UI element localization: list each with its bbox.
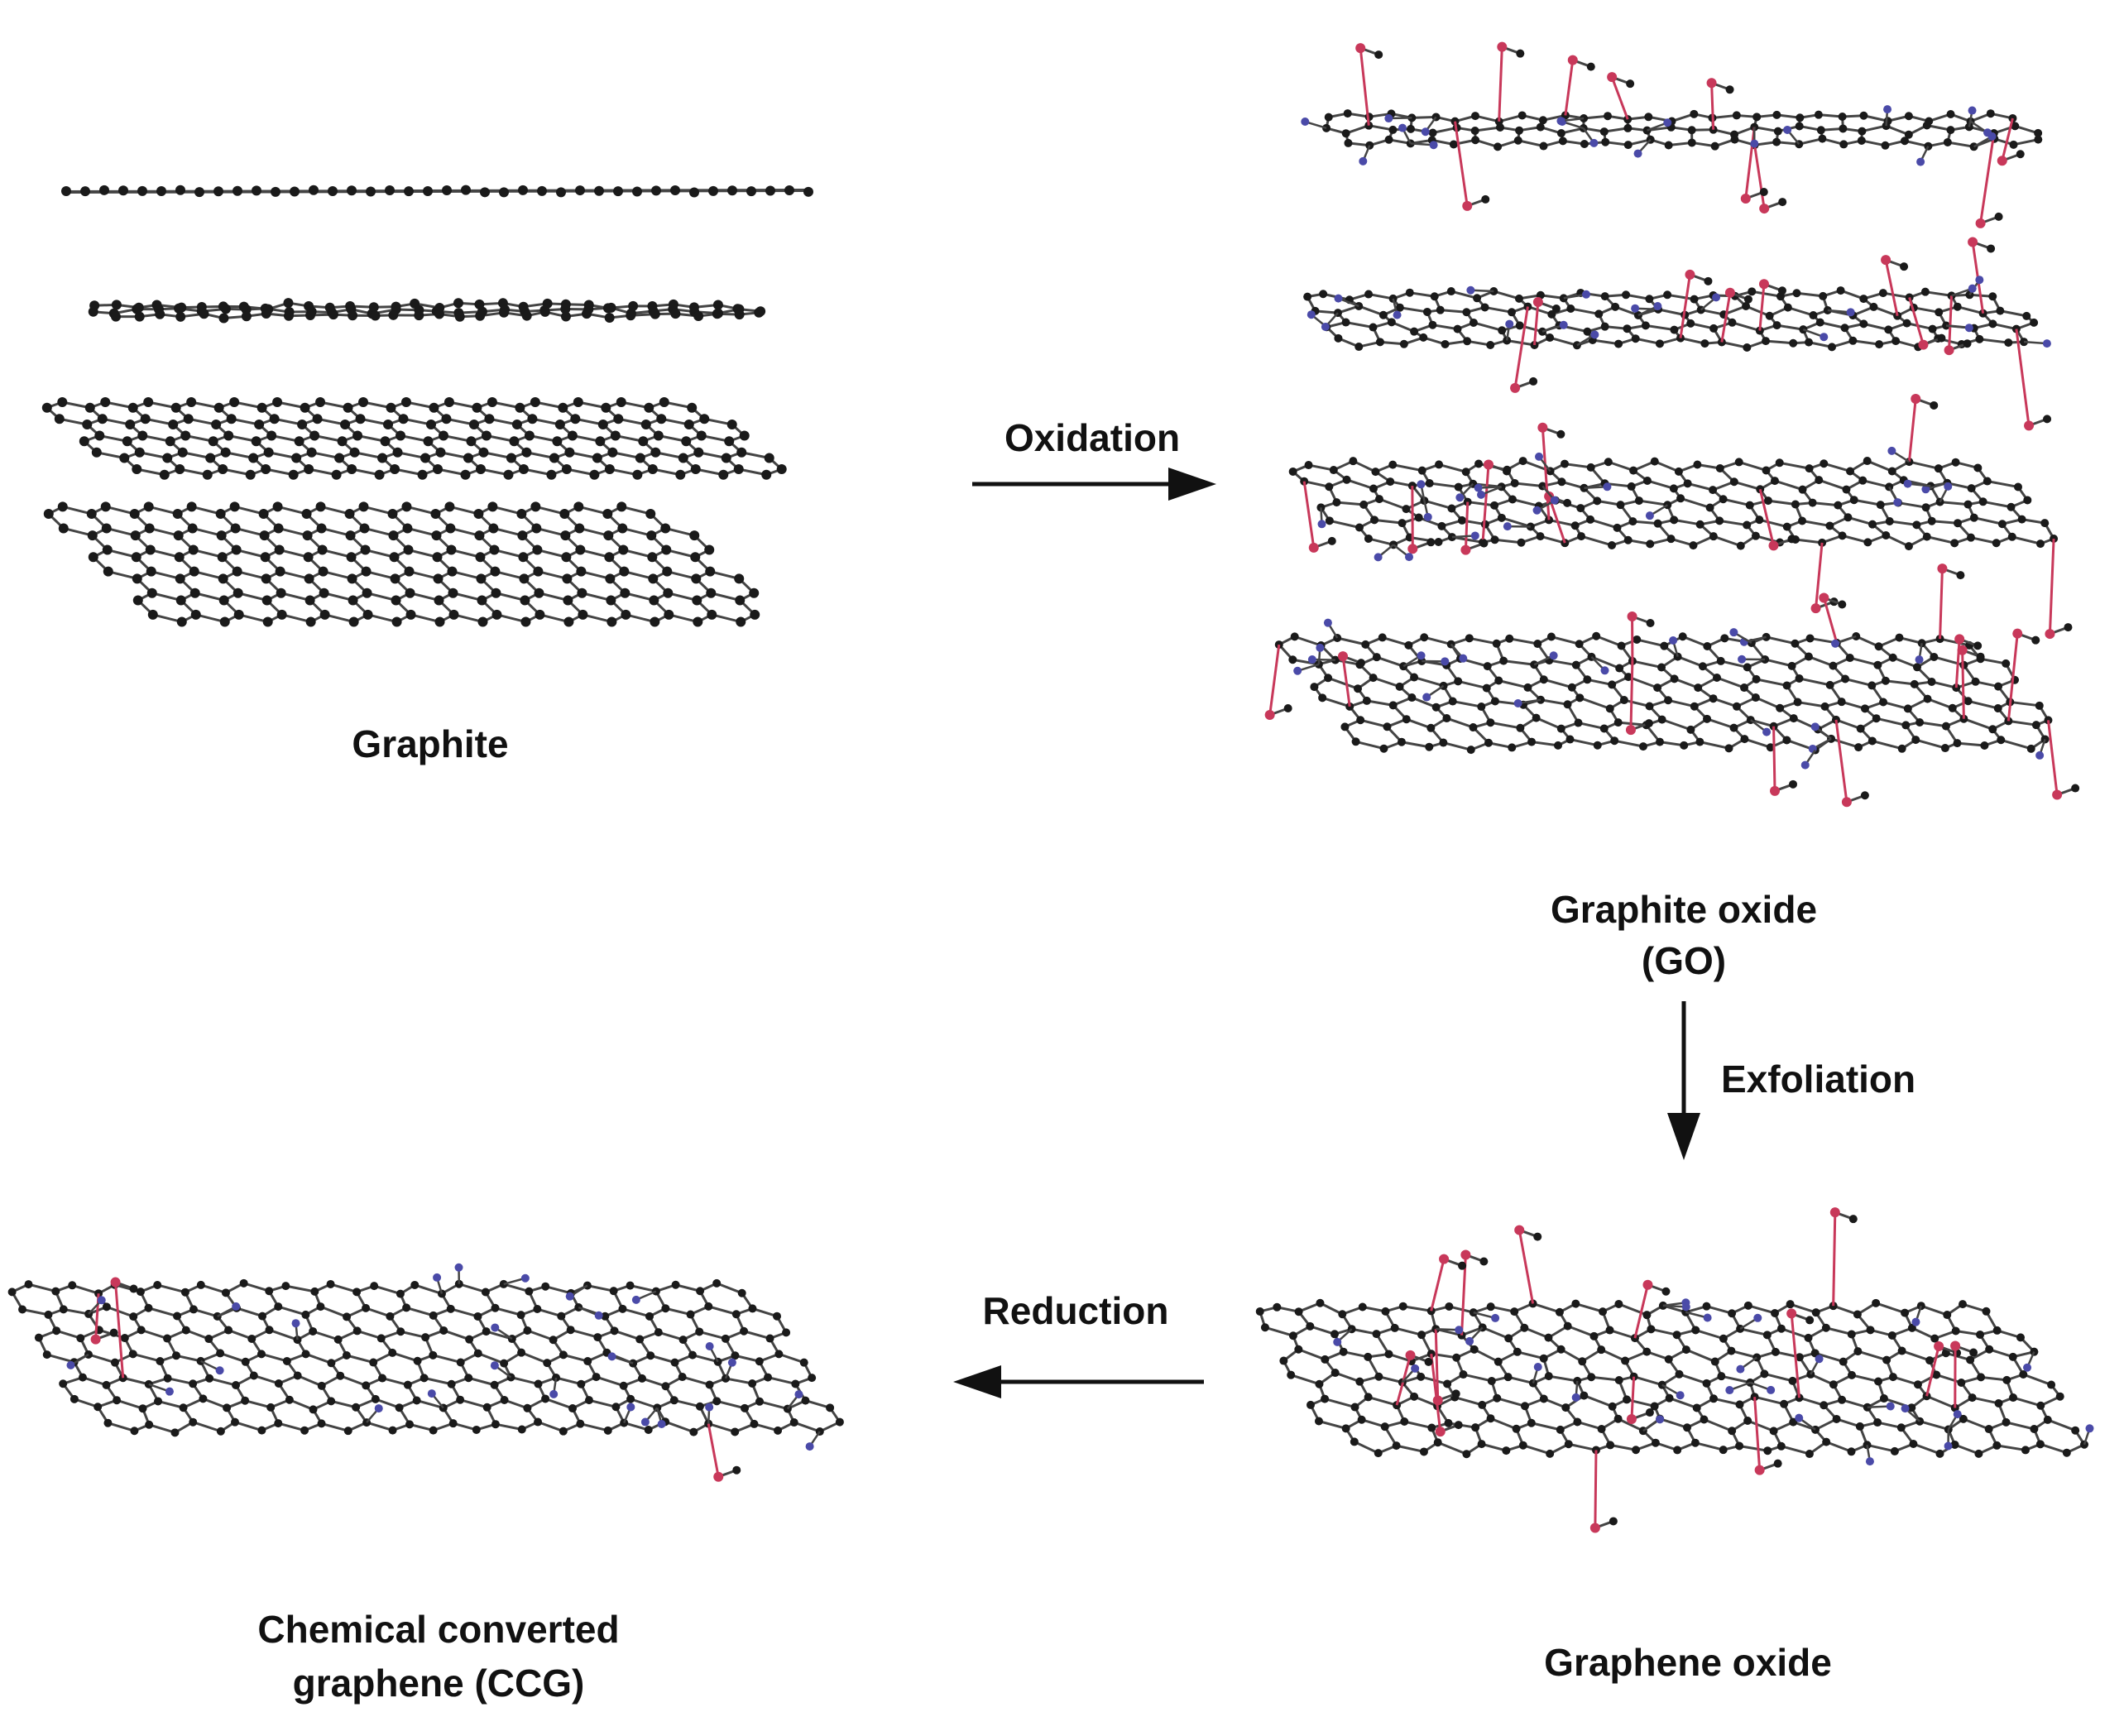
graphene-oxide-label: Graphene oxide [1544, 1641, 1832, 1684]
graphite-label: Graphite [352, 722, 509, 765]
oxidation-arrow [972, 468, 1216, 501]
ccg-label-line1: Chemical converted [257, 1608, 620, 1651]
graphite-oxide-label: Graphite oxide [1550, 888, 1818, 931]
exfoliation-label: Exfoliation [1721, 1057, 1916, 1101]
reduction-arrow [953, 1365, 1204, 1398]
reduction-label: Reduction [982, 1289, 1169, 1332]
graphite-structure [41, 185, 813, 627]
exfoliation-arrow [1667, 1001, 1700, 1160]
oxidation-label: Oxidation [1004, 416, 1181, 459]
go-abbrev-label: (GO) [1641, 939, 1727, 982]
ccg-structure [7, 1263, 844, 1482]
ccg-label-line2: graphene (CCG) [292, 1662, 585, 1705]
graphite-oxide-structure [1264, 41, 2080, 808]
graphene-oxide-structure [1255, 1207, 2094, 1533]
